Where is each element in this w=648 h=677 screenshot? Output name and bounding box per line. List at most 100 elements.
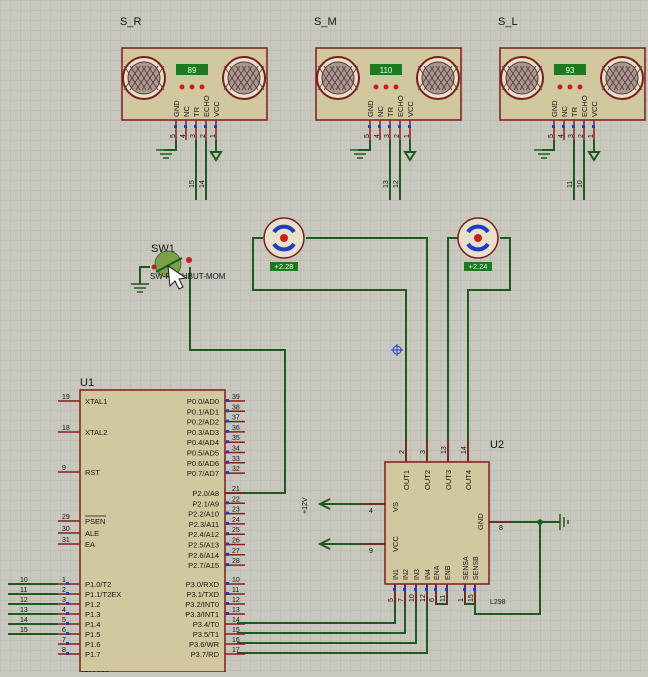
wire-motor1-left <box>252 237 407 462</box>
mcu-pin-label: P3.6/WR <box>189 640 220 649</box>
wire-p1-stubs <box>8 583 58 635</box>
driver-pin-number: 3 <box>420 450 427 454</box>
sensor-ref: S_M <box>314 16 337 28</box>
sensor-pin-label: ECHO <box>396 95 405 117</box>
mcu-pin-label: P3.2/INT0 <box>185 600 219 609</box>
pin-marker <box>226 612 229 615</box>
mcu-pin-number: 25 <box>232 527 240 534</box>
mcu-pin-label: P1.3 <box>85 610 100 619</box>
mcu-pin-number: 27 <box>232 548 240 555</box>
dc-motor-1[interactable]: +2.28 <box>263 217 305 271</box>
net-label: 13 <box>383 180 390 188</box>
mcu-pin-number: 34 <box>232 446 240 453</box>
pin-marker <box>378 125 381 128</box>
mcu-pin-label: P0.1/AD1 <box>187 407 219 416</box>
sensor-ref: S_L <box>498 16 518 28</box>
mcu-chip[interactable]: U1 AT89C5219XTAL118XTAL29RST29PSEN30ALE3… <box>20 377 245 677</box>
push-switch[interactable]: SW1 SW-PUSHBUT-MOM <box>150 243 226 290</box>
pin-marker <box>226 521 229 525</box>
vcc-arrow-icon <box>209 140 223 162</box>
wire-in4 <box>237 584 428 654</box>
pin-marker <box>194 125 197 128</box>
pin-marker <box>66 632 69 635</box>
mcu-pin-label: P2.3/A11 <box>189 520 219 529</box>
net-label: 14 <box>20 617 28 624</box>
sensor-pin-number: 1 <box>210 134 217 138</box>
sensor-reading: 110 <box>380 66 393 75</box>
driver-pin-label: IN2 <box>403 569 410 580</box>
mcu-pin-label: P2.1/A9 <box>192 499 219 508</box>
mcu-pin-label: P1.6 <box>85 640 100 649</box>
mcu-pin-number: 3 <box>62 597 66 604</box>
driver-pin-label: VS <box>391 502 400 512</box>
mcu-pin-label: P0.6/AD6 <box>187 459 219 468</box>
mesh-line <box>607 65 625 91</box>
pin-marker <box>226 563 229 567</box>
mcu-pin-number: 2 <box>62 587 66 594</box>
mcu-pin-number: 30 <box>62 526 70 533</box>
mcu-pin-label: P0.0/AD0 <box>187 397 219 406</box>
driver-pin-number: 1 <box>458 598 465 602</box>
sensor-reading: 89 <box>188 66 197 75</box>
pin-marker <box>184 125 187 128</box>
pin-marker <box>66 592 69 595</box>
sensor-pin-number: 2 <box>394 134 401 138</box>
driver-part: L298 <box>490 599 506 606</box>
mesh-line <box>429 65 447 91</box>
pin-marker <box>408 125 411 128</box>
mcu-pin-number: 11 <box>232 587 239 594</box>
mcu-pin-label: RST <box>85 468 100 477</box>
mcu-pin-number: 7 <box>62 637 66 644</box>
mcu-pin-label: P2.2/A10 <box>188 510 219 519</box>
pin-marker <box>226 501 229 505</box>
mcu-pin-label: P1.4 <box>85 620 100 629</box>
sensor-pin-number: 3 <box>568 134 575 138</box>
mesh-line <box>229 65 247 91</box>
mesh-line <box>317 65 335 91</box>
mcu-pin-label: P0.5/AD5 <box>187 449 219 458</box>
indicator-led-icon <box>373 84 379 90</box>
supply-label: +12V <box>302 497 309 514</box>
pin-marker <box>66 582 69 585</box>
sensor-pin-number: 5 <box>170 134 177 138</box>
mcu-pin-label: P3.0/RXD <box>186 580 220 589</box>
driver-pin-number: 12 <box>420 594 427 602</box>
mesh-line <box>323 65 341 91</box>
pin-marker <box>204 125 207 128</box>
sensor-pin-label: ECHO <box>202 95 211 117</box>
mcu-pin-label: P0.4/AD4 <box>187 438 219 447</box>
driver-pin-label: ENB <box>445 565 452 580</box>
mcu-pin-number: 28 <box>232 558 240 565</box>
pin-marker <box>226 399 229 402</box>
wire-motor1-right <box>306 237 428 462</box>
driver-pin-label: SENSB <box>473 556 480 580</box>
mesh-line <box>513 65 531 91</box>
pin-marker <box>552 125 555 128</box>
probe-marker-icon[interactable] <box>391 344 403 356</box>
mcu-pin-label: P2.0/A8 <box>192 489 219 498</box>
net-label: 11 <box>20 587 27 594</box>
motor-rotor-icon <box>466 242 490 252</box>
sensor-display <box>370 64 402 75</box>
dc-motor-2[interactable]: +2.24 <box>457 217 499 271</box>
mcu-pin-label: P3.1/TXD <box>186 590 219 599</box>
driver-pin-number: 7 <box>398 598 405 602</box>
wire-motor2-left <box>447 237 458 462</box>
indicator-led-icon <box>189 84 195 90</box>
pin-marker <box>66 612 69 615</box>
mesh-line <box>135 65 153 91</box>
mcu-pin-label: P2.7/A15 <box>188 561 219 570</box>
pin-marker <box>226 450 229 454</box>
mcu-pin-label: EA <box>85 540 95 549</box>
net-label: 14 <box>199 180 206 188</box>
mcu-pin-label: PSEN <box>85 517 105 526</box>
driver-pin-label: IN1 <box>393 569 400 580</box>
sensor-pin-label: ECHO <box>580 95 589 117</box>
pin-marker <box>592 125 595 128</box>
mesh-line <box>417 65 435 91</box>
